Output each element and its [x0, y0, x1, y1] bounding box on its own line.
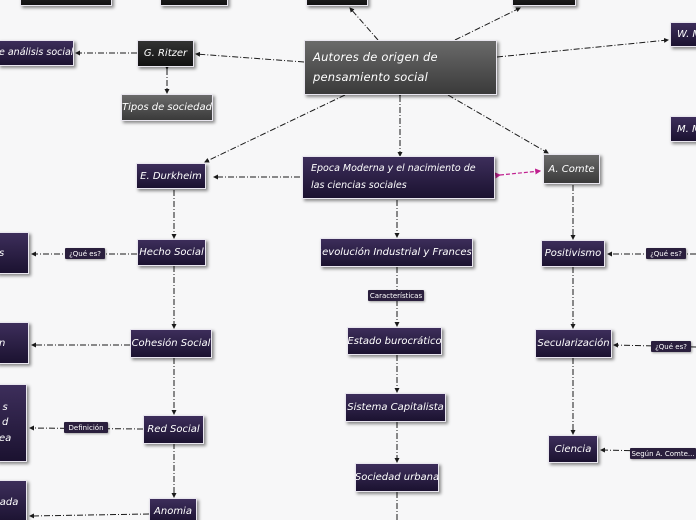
tag-que-es-secularizacion[interactable]: ¿Qué es? — [651, 341, 691, 352]
node-positivismo-label: Positivismo — [544, 248, 602, 259]
node-cohesion-social-label: Cohesión Social — [131, 338, 211, 349]
node-w-partial[interactable]: W. M — [670, 22, 696, 47]
node-positivismo[interactable]: Positivismo — [541, 240, 605, 267]
node-left-fragment-4[interactable]: iada — [0, 480, 27, 520]
node-sociedad-urbana-label: Sociedad urbana — [355, 472, 439, 483]
node-w-partial-label: W. M — [677, 29, 696, 40]
node-sociedad-urbana[interactable]: Sociedad urbana — [355, 463, 439, 492]
tag-segun-comte[interactable]: Según A. Comte... — [630, 448, 696, 459]
node-top-partial-2[interactable] — [160, 0, 228, 6]
node-ritzer-label: G. Ritzer — [143, 48, 188, 59]
node-anomia-label: Anomia — [154, 505, 192, 517]
tag-caracteristicas-label: Características — [369, 291, 423, 300]
node-durkheim-label: E. Durkheim — [140, 170, 202, 182]
node-comte[interactable]: A. Comte — [543, 154, 600, 184]
node-tipos-sociedad-label: Tipos de sociedad — [122, 102, 212, 113]
node-ciencia-label: Ciencia — [554, 443, 592, 455]
node-revolucion-label: Revolución Industrial y Francesa — [320, 247, 473, 258]
node-left-fragment-1[interactable]: s — [0, 232, 29, 274]
node-red-social[interactable]: Red Social — [143, 415, 204, 444]
node-analisis-social-label: e análisis social — [0, 46, 74, 58]
node-left-fragment-3[interactable]: s d ea — [0, 384, 27, 462]
link-autores-comte — [447, 94, 549, 154]
node-autores-label: Autores de origen de pensamiento social — [313, 49, 438, 84]
node-top-partial-4[interactable] — [512, 0, 576, 6]
node-autores[interactable]: Autores de origen de pensamiento social — [304, 40, 497, 95]
node-left-fragment-1-label: s — [0, 246, 4, 261]
node-sistema-capitalista[interactable]: Sistema Capitalista — [345, 393, 446, 422]
node-m-partial[interactable]: M. M — [670, 116, 696, 142]
node-left-fragment-2-label: n — [0, 336, 5, 351]
node-ritzer[interactable]: G. Ritzer — [137, 40, 194, 67]
tag-definicion-label: Definición — [68, 423, 104, 432]
node-cohesion-social[interactable]: Cohesión Social — [130, 329, 212, 358]
node-anomia[interactable]: Anomia — [149, 498, 197, 520]
tag-caracteristicas[interactable]: Características — [368, 290, 424, 301]
node-epoca-moderna[interactable]: Epoca Moderna y el nacimiento de las cie… — [302, 156, 495, 199]
node-secularizacion[interactable]: Secularización — [535, 329, 612, 358]
node-revolucion[interactable]: Revolución Industrial y Francesa — [320, 238, 473, 267]
node-m-partial-label: M. M — [677, 123, 696, 135]
tag-que-es-hecho[interactable]: ¿Qué es? — [65, 248, 105, 259]
node-secularizacion-label: Secularización — [537, 338, 610, 349]
tag-segun-comte-label: Según A. Comte... — [631, 449, 695, 458]
link-autores-durkheim — [204, 94, 346, 163]
node-estado-burocratico-label: Estado burocrático — [347, 335, 442, 347]
node-left-fragment-4-label: iada — [0, 496, 19, 508]
link-autores-w — [496, 37, 669, 58]
node-epoca-moderna-label: Epoca Moderna y el nacimiento de las cie… — [311, 163, 476, 191]
node-left-fragment-3-label: s d ea — [0, 401, 12, 444]
link-epoca-comte — [494, 168, 542, 179]
node-hecho-social-label: Hecho Social — [139, 247, 204, 258]
node-analisis-social[interactable]: e análisis social — [0, 40, 74, 66]
link-autores-top-right — [454, 7, 521, 41]
node-tipos-sociedad[interactable]: Tipos de sociedad — [121, 94, 213, 121]
node-durkheim[interactable]: E. Durkheim — [136, 163, 206, 189]
tag-que-es-positivismo-label: ¿Qué es? — [650, 249, 682, 258]
node-hecho-social[interactable]: Hecho Social — [137, 239, 206, 266]
node-left-fragment-2[interactable]: n — [0, 322, 29, 364]
tag-que-es-hecho-label: ¿Qué es? — [69, 249, 101, 258]
link-autores-top-left — [349, 7, 379, 41]
node-red-social-label: Red Social — [147, 424, 200, 435]
tag-definicion[interactable]: Definición — [64, 422, 108, 433]
node-sistema-capitalista-label: Sistema Capitalista — [347, 402, 444, 413]
tag-que-es-secularizacion-label: ¿Qué es? — [655, 342, 687, 351]
node-ciencia[interactable]: Ciencia — [548, 435, 598, 463]
link-anomia-left — [29, 513, 150, 519]
node-comte-label: A. Comte — [548, 163, 595, 175]
node-top-partial-3[interactable] — [306, 0, 368, 6]
node-estado-burocratico[interactable]: Estado burocrático — [347, 327, 442, 355]
tag-que-es-positivismo[interactable]: ¿Qué es? — [646, 248, 686, 259]
node-top-partial-1[interactable] — [20, 0, 112, 6]
link-autores-ritzer — [195, 51, 305, 63]
